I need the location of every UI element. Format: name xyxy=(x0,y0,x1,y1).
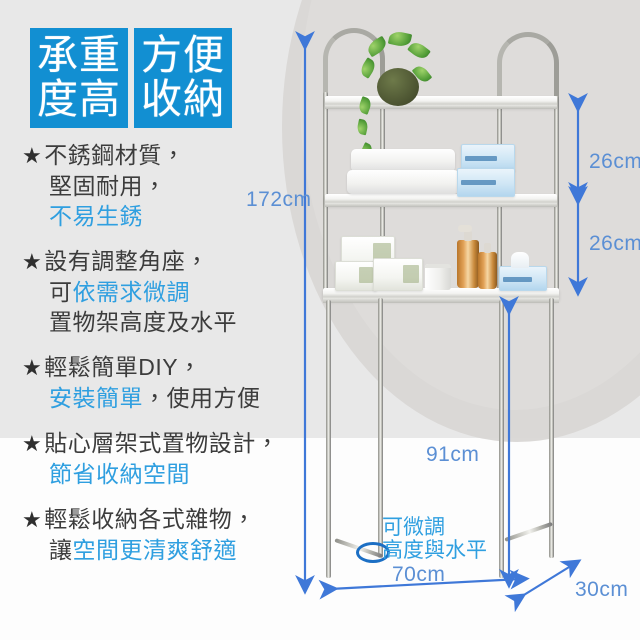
top-hoop-right xyxy=(497,32,559,104)
star-icon: ★ xyxy=(22,355,43,380)
feature-line: ★設有調整角座， xyxy=(22,246,322,277)
leg-left-front xyxy=(326,300,331,578)
bottle-neck xyxy=(464,231,472,241)
feature-text: 貼心層架式置物設計， xyxy=(44,430,280,456)
carton-box-front-right xyxy=(373,258,423,291)
feature-text-highlight: 空間更清爽舒適 xyxy=(72,537,237,563)
toilet-paper-roll xyxy=(425,264,451,290)
feature-line: ★輕鬆收納各式雜物， xyxy=(22,504,322,535)
shelf-top xyxy=(325,96,557,107)
feature-text-highlight: 節省收納空間 xyxy=(49,461,190,487)
headline-line-1: 承重 xyxy=(37,32,121,78)
headline-block-convenient-storage: 方便 收納 xyxy=(134,28,232,128)
feature-text: ，使用方便 xyxy=(143,385,261,411)
leg-right-back xyxy=(549,298,554,558)
feature-text: 可 xyxy=(49,279,73,305)
feature-text-highlight: 安裝簡單 xyxy=(49,385,143,411)
dimension-label-clearance: 91cm xyxy=(426,443,480,466)
feature-line: 安裝簡單，使用方便 xyxy=(22,383,322,413)
feature-text: 輕鬆收納各式雜物， xyxy=(44,506,256,532)
star-icon: ★ xyxy=(22,507,43,532)
headline-line-2: 收納 xyxy=(141,76,225,122)
tissue-box-band xyxy=(503,276,532,282)
dimension-label-depth: 30cm xyxy=(575,578,629,601)
carton-green-band xyxy=(359,267,373,284)
feature-text-highlight: 依需求微調 xyxy=(72,279,190,305)
plant-moss-ball xyxy=(377,68,419,106)
leg-left-back xyxy=(378,298,383,558)
tissue-box-blue-lower xyxy=(457,168,515,197)
top-hoop-left xyxy=(323,28,385,100)
carton-box-front-left xyxy=(335,261,377,291)
carton-green-band xyxy=(402,264,419,283)
pump-bottle-short xyxy=(478,243,497,289)
shelf-middle xyxy=(325,194,557,205)
feature-line: ★貼心層架式置物設計， xyxy=(22,428,322,459)
feature-text: 設有調整角座， xyxy=(44,248,209,274)
star-icon: ★ xyxy=(22,431,43,456)
feature-text: 置物架高度及水平 xyxy=(49,309,237,335)
dimension-label-width: 70cm xyxy=(392,563,446,586)
feature-line: 節省收納空間 xyxy=(22,459,322,489)
feature-line: 可依需求微調 xyxy=(22,277,322,307)
headline-group: 承重 度高 方便 收納 xyxy=(30,28,232,128)
tissue-box-band xyxy=(461,180,496,186)
folded-towel-lower xyxy=(347,170,459,194)
dimension-label-total-height: 172cm xyxy=(246,188,312,211)
dimension-line-width xyxy=(318,569,530,600)
feature-item: ★輕鬆收納各式雜物， 讓空間更清爽舒適 xyxy=(22,504,322,565)
headline-line-1: 方便 xyxy=(141,32,225,78)
feature-line: 讓空間更清爽舒適 xyxy=(22,535,322,565)
tissue-sheet-popup xyxy=(511,252,529,268)
dimension-label-gap-bottom: 26cm xyxy=(589,232,640,255)
pump-bottle-tall xyxy=(457,225,479,288)
adjust-note-line-1: 可微調 xyxy=(382,516,445,539)
shelf-top-edge xyxy=(325,105,557,109)
tissue-box-band xyxy=(465,155,498,161)
feature-item: ★不銹鋼材質， 堅固耐用， 不易生銹 xyxy=(22,140,322,231)
headline-block-load-capacity: 承重 度高 xyxy=(30,28,128,128)
adjust-note-line-2: 高度與水平 xyxy=(382,539,487,562)
star-icon: ★ xyxy=(22,249,43,274)
feature-item: ★貼心層架式置物設計， 節省收納空間 xyxy=(22,428,322,489)
star-icon: ★ xyxy=(22,143,43,168)
bottle-neck xyxy=(484,243,491,253)
bottle-pump-head xyxy=(457,225,472,232)
ellipse-foot-icon xyxy=(356,542,390,563)
feature-text: 不銹鋼材質， xyxy=(44,142,186,168)
feature-line: 不易生銹 xyxy=(22,201,322,231)
feature-line: ★不銹鋼材質， xyxy=(22,140,322,171)
feature-text: 輕鬆簡單DIY， xyxy=(44,354,202,380)
dimension-line-depth xyxy=(504,559,582,613)
folded-towel-upper xyxy=(351,149,455,172)
feature-item: ★輕鬆簡單DIY， 安裝簡單，使用方便 xyxy=(22,352,322,413)
shelf-middle-edge xyxy=(325,203,557,207)
shelf-bottom-edge xyxy=(323,298,559,303)
dimension-label-gap-top: 26cm xyxy=(589,150,640,173)
feature-text: 堅固耐用， xyxy=(49,173,167,199)
feature-list: ★不銹鋼材質， 堅固耐用， 不易生銹 ★設有調整角座， 可依需求微調 置物架高度… xyxy=(22,140,322,580)
feature-item: ★設有調整角座， 可依需求微調 置物架高度及水平 xyxy=(22,246,322,337)
headline-line-2: 度高 xyxy=(37,76,121,122)
feature-text: 讓 xyxy=(49,537,73,563)
feature-text-highlight: 不易生銹 xyxy=(49,203,143,229)
tissue-box-blue-upper xyxy=(461,144,515,172)
feature-line: ★輕鬆簡單DIY， xyxy=(22,352,322,383)
feature-line: 堅固耐用， xyxy=(22,171,322,201)
feature-line: 置物架高度及水平 xyxy=(22,307,322,337)
